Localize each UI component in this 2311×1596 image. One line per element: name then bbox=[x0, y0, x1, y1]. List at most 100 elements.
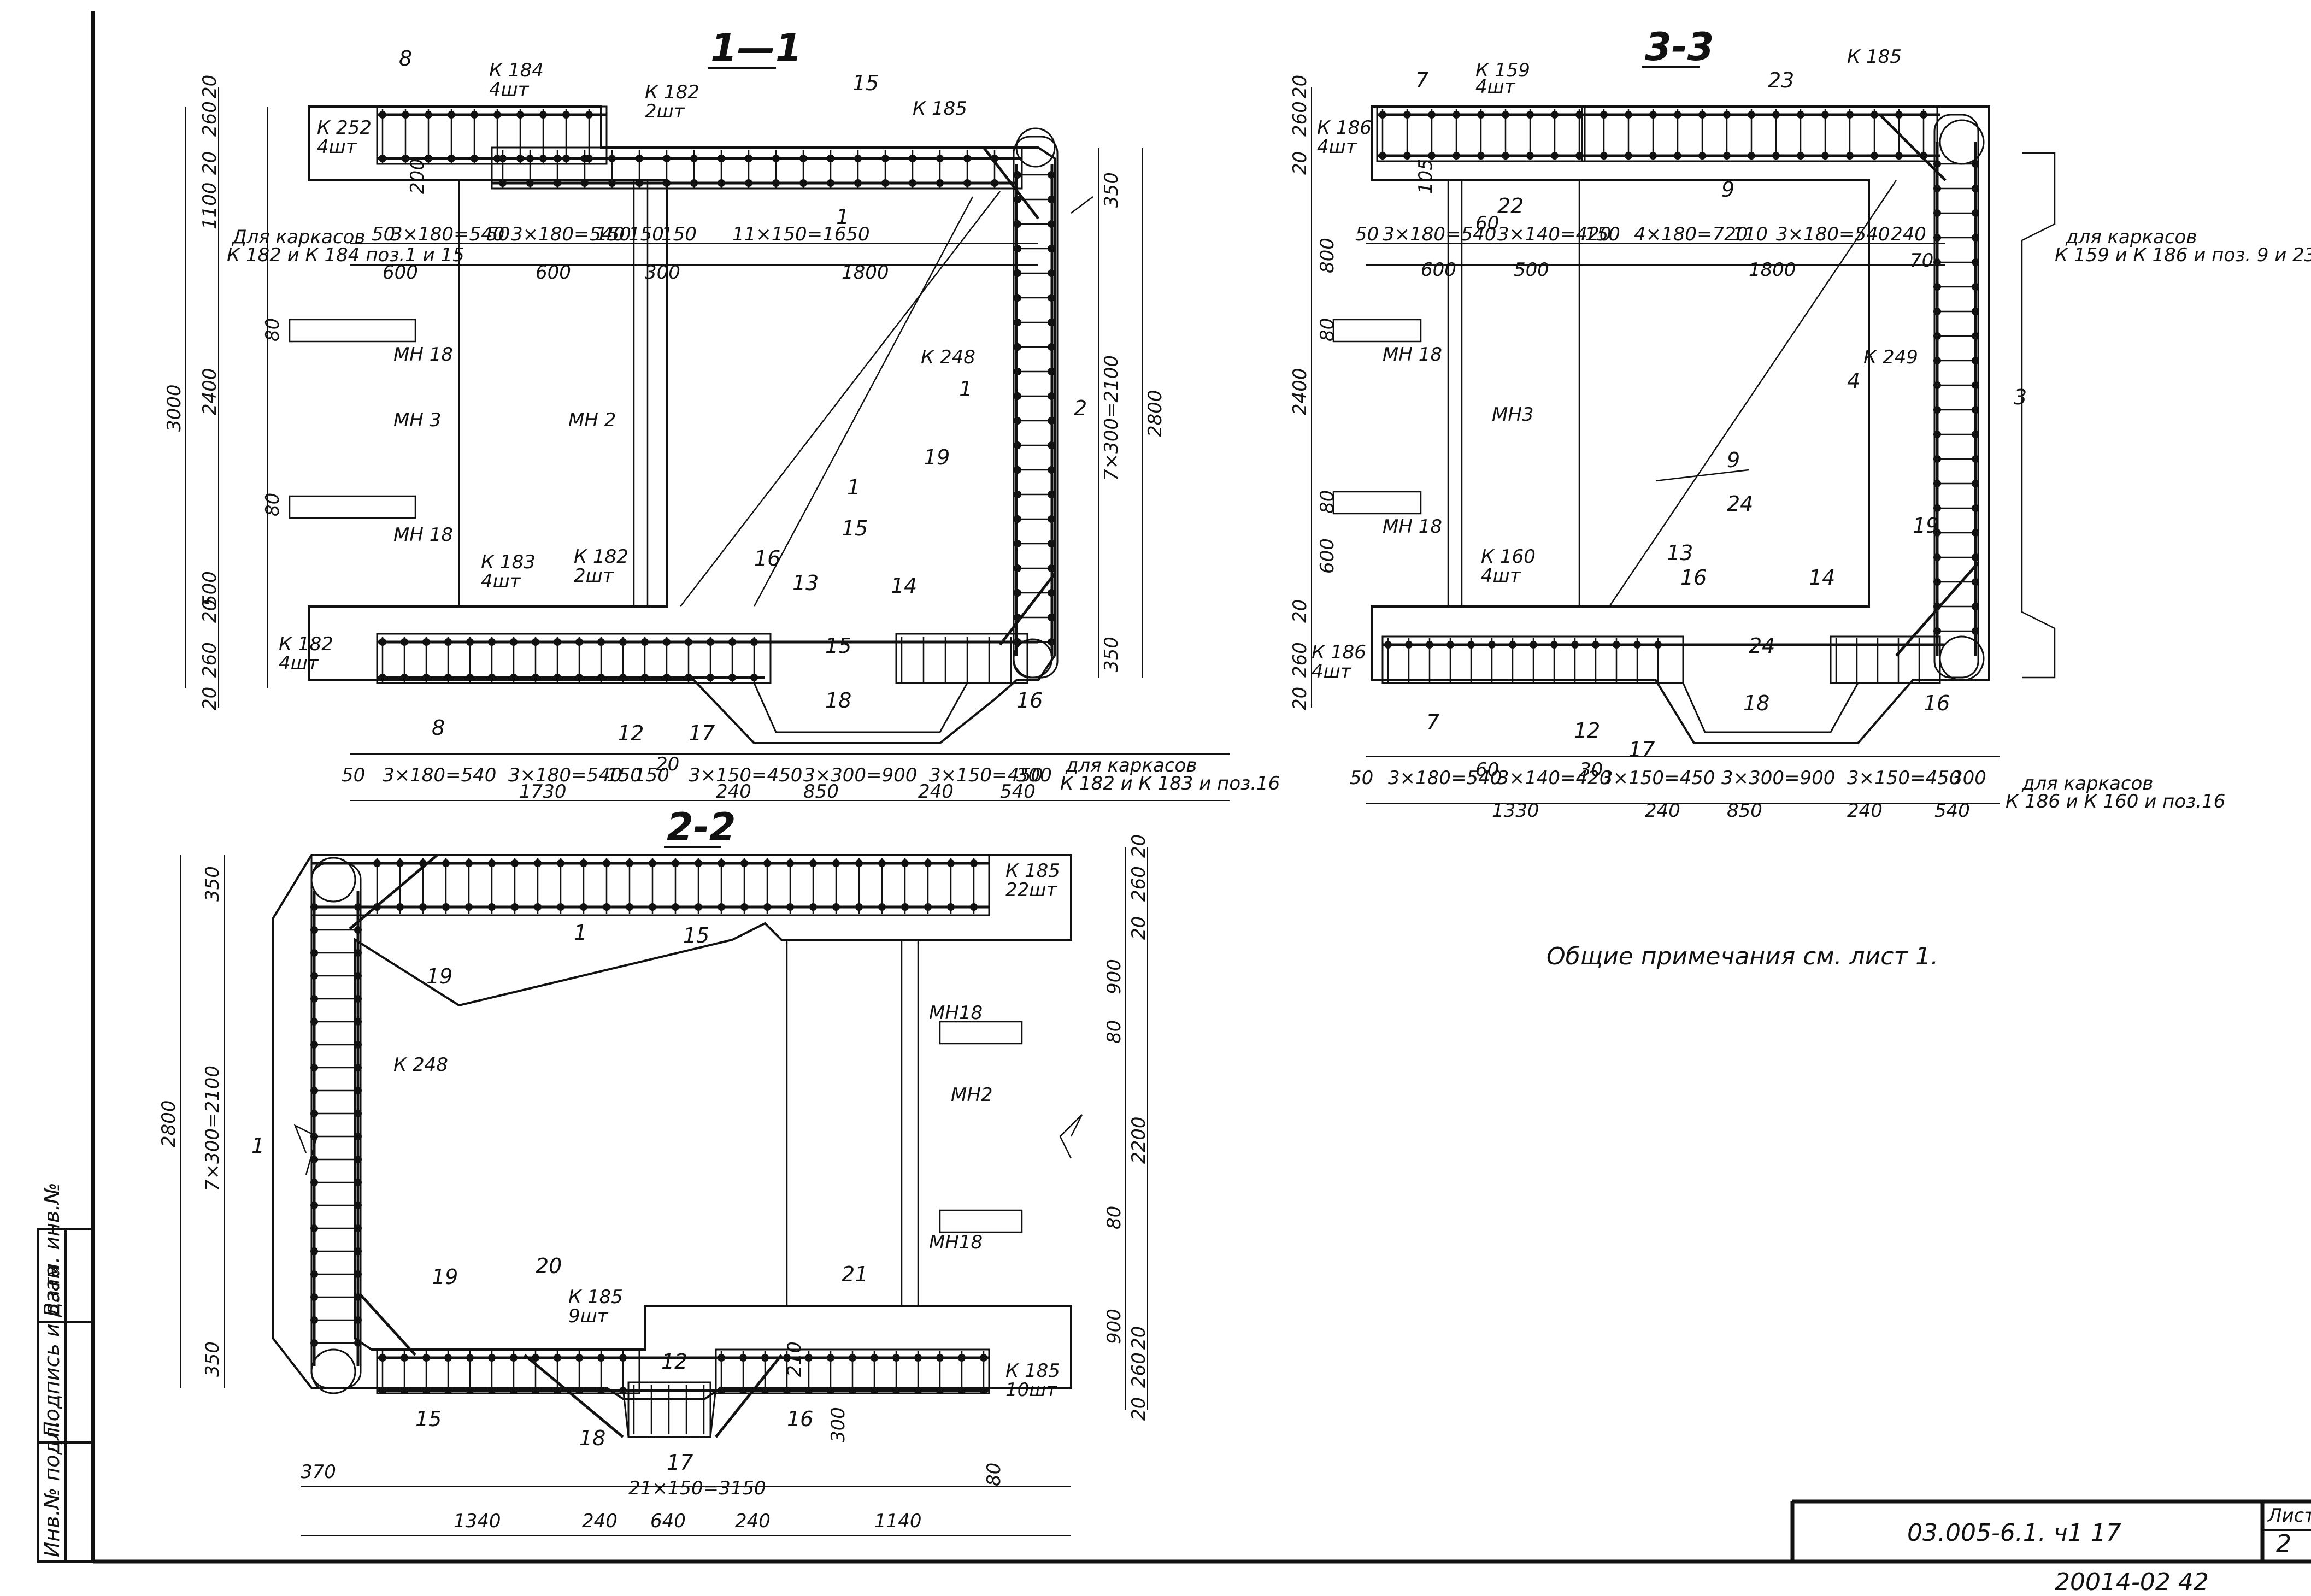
svg-text:К 185: К 185 bbox=[1005, 860, 1060, 882]
svg-text:540: 540 bbox=[1934, 800, 1970, 822]
svg-text:540: 540 bbox=[1000, 781, 1036, 803]
svg-text:9: 9 bbox=[1721, 178, 1734, 202]
svg-text:МН 3: МН 3 bbox=[393, 409, 441, 431]
svg-text:20: 20 bbox=[1289, 687, 1311, 710]
s11-dim-left-20d: 20 bbox=[199, 687, 221, 710]
svg-text:8: 8 bbox=[399, 46, 412, 70]
svg-text:600: 600 bbox=[1421, 259, 1456, 281]
svg-text:3×150=450: 3×150=450 bbox=[689, 764, 802, 786]
stamp-sign: Подпись и дата bbox=[40, 1265, 64, 1437]
svg-text:7×300=2100: 7×300=2100 bbox=[202, 1065, 224, 1191]
svg-text:350: 350 bbox=[202, 1341, 224, 1377]
svg-text:900: 900 bbox=[1103, 959, 1125, 994]
svg-text:7: 7 bbox=[1415, 68, 1428, 92]
svg-text:20: 20 bbox=[1289, 599, 1311, 623]
svg-text:240: 240 bbox=[582, 1510, 618, 1532]
s11-dim-left-260b: 260 bbox=[199, 642, 221, 678]
svg-text:15: 15 bbox=[825, 634, 851, 658]
svg-text:20: 20 bbox=[1289, 75, 1311, 98]
svg-text:20: 20 bbox=[1128, 1397, 1150, 1421]
svg-text:260: 260 bbox=[1128, 866, 1150, 902]
s11-dim-left-2400: 2400 bbox=[199, 368, 221, 415]
svg-text:240: 240 bbox=[1847, 800, 1883, 822]
svg-text:К 182 и К 184 поз.1 и 15: К 182 и К 184 поз.1 и 15 bbox=[227, 244, 464, 266]
svg-text:15: 15 bbox=[683, 923, 709, 947]
svg-text:К 159 и К 186 и поз. 9 и 23: К 159 и К 186 и поз. 9 и 23 bbox=[2055, 244, 2311, 266]
svg-text:80: 80 bbox=[1103, 1020, 1125, 1044]
svg-text:150: 150 bbox=[661, 223, 697, 245]
svg-text:3×300=900: 3×300=900 bbox=[803, 764, 917, 786]
svg-text:18: 18 bbox=[579, 1426, 605, 1450]
svg-text:19: 19 bbox=[432, 1265, 458, 1289]
s11-dim-left-1100: 1100 bbox=[199, 182, 221, 229]
svg-text:4шт: 4шт bbox=[1481, 565, 1521, 587]
svg-text:Для каркасов: Для каркасов bbox=[231, 226, 365, 248]
s11-dim-left-500: 500 bbox=[199, 571, 221, 606]
svg-text:1: 1 bbox=[959, 377, 972, 401]
section-2-2-title: 2-2 bbox=[667, 805, 736, 850]
svg-text:150: 150 bbox=[607, 764, 642, 786]
svg-text:17: 17 bbox=[1628, 738, 1655, 762]
svg-text:1730: 1730 bbox=[519, 781, 567, 803]
svg-text:240: 240 bbox=[735, 1510, 771, 1532]
svg-text:МН2: МН2 bbox=[951, 1084, 993, 1106]
svg-text:850: 850 bbox=[1727, 800, 1762, 822]
svg-text:20: 20 bbox=[1128, 916, 1150, 940]
svg-text:1800: 1800 bbox=[842, 262, 889, 284]
svg-text:3×180=540: 3×180=540 bbox=[383, 764, 496, 786]
svg-text:1: 1 bbox=[251, 1134, 264, 1158]
svg-text:600: 600 bbox=[383, 262, 418, 284]
svg-text:60: 60 bbox=[1475, 213, 1499, 234]
svg-text:2шт: 2шт bbox=[574, 565, 614, 587]
s11-dim-right-350a: 350 bbox=[1101, 172, 1122, 208]
svg-text:240: 240 bbox=[1891, 223, 1926, 245]
svg-text:20: 20 bbox=[1128, 1326, 1150, 1350]
svg-text:21: 21 bbox=[842, 1262, 868, 1286]
svg-text:13: 13 bbox=[1667, 541, 1693, 565]
svg-text:80: 80 bbox=[262, 493, 284, 516]
svg-text:1: 1 bbox=[574, 921, 587, 945]
svg-text:3: 3 bbox=[2014, 385, 2027, 409]
svg-text:12: 12 bbox=[661, 1350, 687, 1374]
svg-text:800: 800 bbox=[1316, 238, 1338, 273]
svg-text:МН3: МН3 bbox=[1492, 404, 1534, 426]
svg-text:К 185: К 185 bbox=[568, 1286, 623, 1308]
svg-text:К 182: К 182 bbox=[279, 633, 333, 655]
stamp-replace: Взам. инв.№ bbox=[40, 1182, 64, 1317]
svg-text:9: 9 bbox=[1727, 448, 1740, 472]
svg-text:1: 1 bbox=[847, 475, 860, 499]
svg-text:9шт: 9шт bbox=[568, 1305, 609, 1327]
svg-text:МН18: МН18 bbox=[929, 1232, 983, 1253]
svg-text:500: 500 bbox=[1514, 259, 1549, 281]
svg-text:для каркасов: для каркасов bbox=[2021, 773, 2153, 794]
svg-text:15: 15 bbox=[852, 71, 879, 95]
svg-text:15: 15 bbox=[842, 516, 868, 540]
svg-text:50: 50 bbox=[1355, 223, 1379, 245]
svg-text:для каркасов: для каркасов bbox=[1065, 755, 1197, 776]
svg-text:24: 24 bbox=[1749, 634, 1775, 658]
svg-text:14: 14 bbox=[891, 574, 917, 598]
svg-text:К 159: К 159 bbox=[1475, 60, 1530, 81]
svg-text:22шт: 22шт bbox=[1005, 879, 1057, 901]
s11-dim-total: 3000 bbox=[163, 384, 185, 432]
svg-text:К 182: К 182 bbox=[645, 81, 699, 103]
svg-text:3×140=420: 3×140=420 bbox=[1497, 767, 1611, 789]
svg-text:К 248: К 248 bbox=[921, 346, 975, 368]
rebar-dots bbox=[310, 111, 1979, 1394]
svg-text:16: 16 bbox=[787, 1407, 813, 1431]
drawing-code: 03.005-6.1. ч1 17 bbox=[1907, 1519, 2121, 1547]
svg-text:3×150=450: 3×150=450 bbox=[929, 764, 1043, 786]
svg-text:600: 600 bbox=[1316, 538, 1338, 574]
svg-text:3×180=540: 3×180=540 bbox=[1383, 223, 1496, 245]
svg-text:К 185: К 185 bbox=[913, 98, 967, 120]
svg-text:К 182: К 182 bbox=[574, 546, 628, 568]
section-1-1-title: 1—1 bbox=[710, 26, 802, 70]
svg-text:80: 80 bbox=[1103, 1206, 1125, 1229]
svg-text:3×180=540: 3×180=540 bbox=[508, 764, 622, 786]
svg-text:1330: 1330 bbox=[1492, 800, 1539, 822]
svg-text:11×150=1650: 11×150=1650 bbox=[732, 223, 870, 245]
svg-text:300: 300 bbox=[1016, 764, 1052, 786]
svg-text:К 252: К 252 bbox=[317, 117, 372, 139]
svg-text:К 185: К 185 bbox=[1005, 1360, 1060, 1382]
